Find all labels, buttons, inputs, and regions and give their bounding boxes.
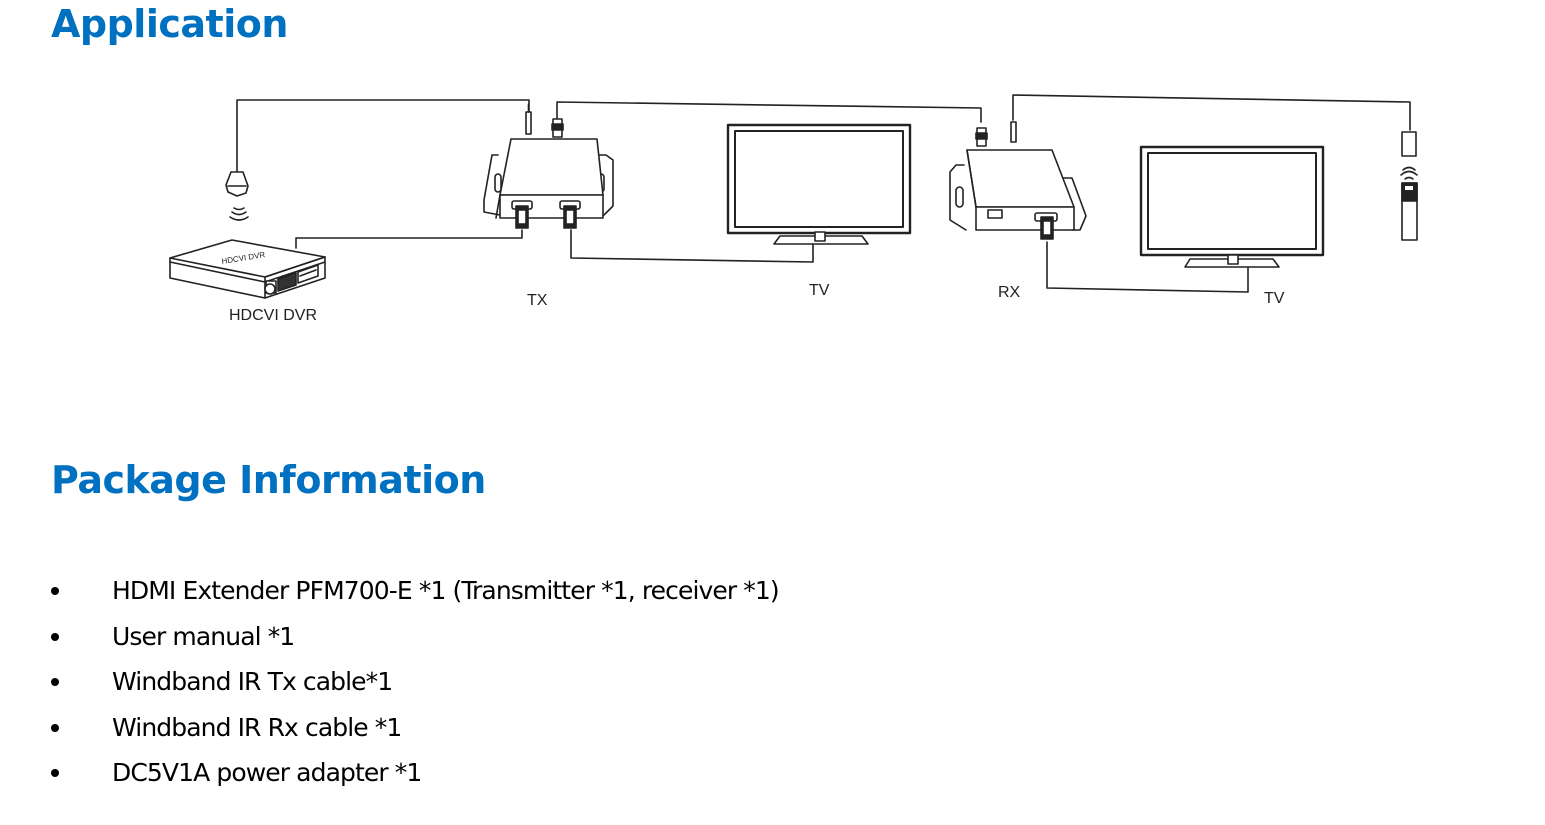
application-heading: Application — [51, 2, 288, 46]
tv-2-label: TV — [1264, 290, 1285, 307]
bullet-icon — [51, 587, 59, 595]
dvr-icon — [169, 239, 326, 299]
tv-1-icon — [726, 123, 912, 245]
bullet-icon — [51, 723, 59, 732]
list-item-text: Windband IR Rx cable *1 — [112, 712, 402, 742]
list-item-text: Windband IR Tx cable*1 — [112, 667, 393, 697]
ir-tx-cable — [1012, 94, 1411, 131]
tx-device-icon — [483, 103, 614, 229]
tv-1-label: TV — [809, 282, 830, 299]
remote-control-icon — [1401, 182, 1418, 241]
ir-emitter-icon — [1401, 131, 1417, 157]
tv-2-icon — [1139, 145, 1325, 268]
dvr-label: HDCVI DVR — [229, 307, 317, 324]
list-item-text: DC5V1A power adapter *1 — [112, 758, 422, 788]
package-information-heading: Package Information — [51, 458, 486, 502]
network-cable — [556, 101, 982, 123]
wireless-signal-icon — [1400, 166, 1418, 180]
bullet-icon — [51, 769, 59, 778]
rx-device-icon — [949, 121, 1087, 240]
list-item-text: User manual *1 — [112, 621, 295, 651]
hdmi-loop-cable — [570, 229, 814, 263]
tx-label: TX — [527, 292, 548, 309]
hdmi-in-cable — [295, 229, 523, 249]
hdmi-out-cable — [1046, 241, 1249, 293]
application-diagram: HDCVI DVR HDCVI DVR TX TV RX TV — [169, 94, 1418, 324]
bullet-icon — [51, 678, 59, 687]
rx-label: RX — [998, 284, 1021, 301]
ir-receiver-icon — [225, 171, 249, 221]
list-item-text: HDMI Extender PFM700-E *1 (Transmitter *… — [112, 576, 780, 605]
ir-rx-cable — [236, 99, 530, 173]
bullet-icon — [51, 632, 59, 641]
